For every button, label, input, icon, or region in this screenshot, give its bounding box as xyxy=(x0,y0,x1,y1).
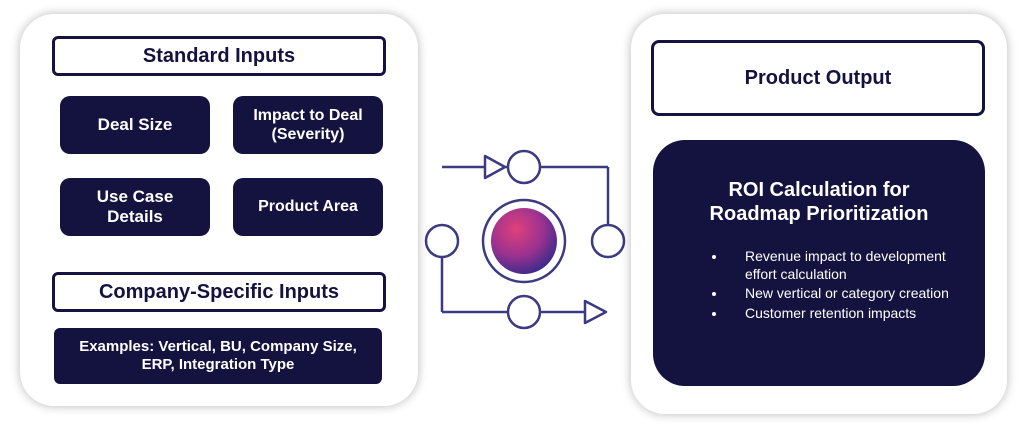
roi-calculation-box: ROI Calculation for Roadmap Prioritizati… xyxy=(653,140,985,386)
node-bottom-circle xyxy=(506,294,542,330)
examples-box: Examples: Vertical, BU, Company Size, ER… xyxy=(54,328,382,384)
arrow-top-icon xyxy=(483,154,507,180)
use-case-details-box: Use Case Details xyxy=(60,178,210,236)
node-top-circle xyxy=(506,149,542,185)
impact-to-deal-box: Impact to Deal (Severity) xyxy=(233,96,383,154)
node-right-circle xyxy=(590,223,626,259)
standard-inputs-panel: Standard Inputs Deal Size Impact to Deal… xyxy=(20,14,418,406)
flow-diagram xyxy=(424,149,626,330)
roi-bullet-list: Revenue impact to development effort cal… xyxy=(653,248,985,322)
roi-title: ROI Calculation for Roadmap Prioritizati… xyxy=(709,179,929,225)
company-specific-inputs-heading: Company-Specific Inputs xyxy=(52,272,386,312)
product-output-panel: Product Output ROI Calculation for Roadm… xyxy=(631,14,1007,414)
node-left-circle xyxy=(424,223,460,259)
arrow-bottom-icon xyxy=(583,299,608,325)
central-orb-icon xyxy=(491,208,557,274)
product-output-heading: Product Output xyxy=(651,40,985,116)
flow-lines xyxy=(440,165,610,314)
standard-inputs-heading: Standard Inputs xyxy=(52,36,386,76)
product-area-box: Product Area xyxy=(233,178,383,236)
roi-bullet-item: Customer retention impacts xyxy=(727,305,985,323)
roi-bullet-item: New vertical or category creation xyxy=(727,285,985,303)
roi-bullet-item: Revenue impact to development effort cal… xyxy=(727,248,985,283)
deal-size-box: Deal Size xyxy=(60,96,210,154)
